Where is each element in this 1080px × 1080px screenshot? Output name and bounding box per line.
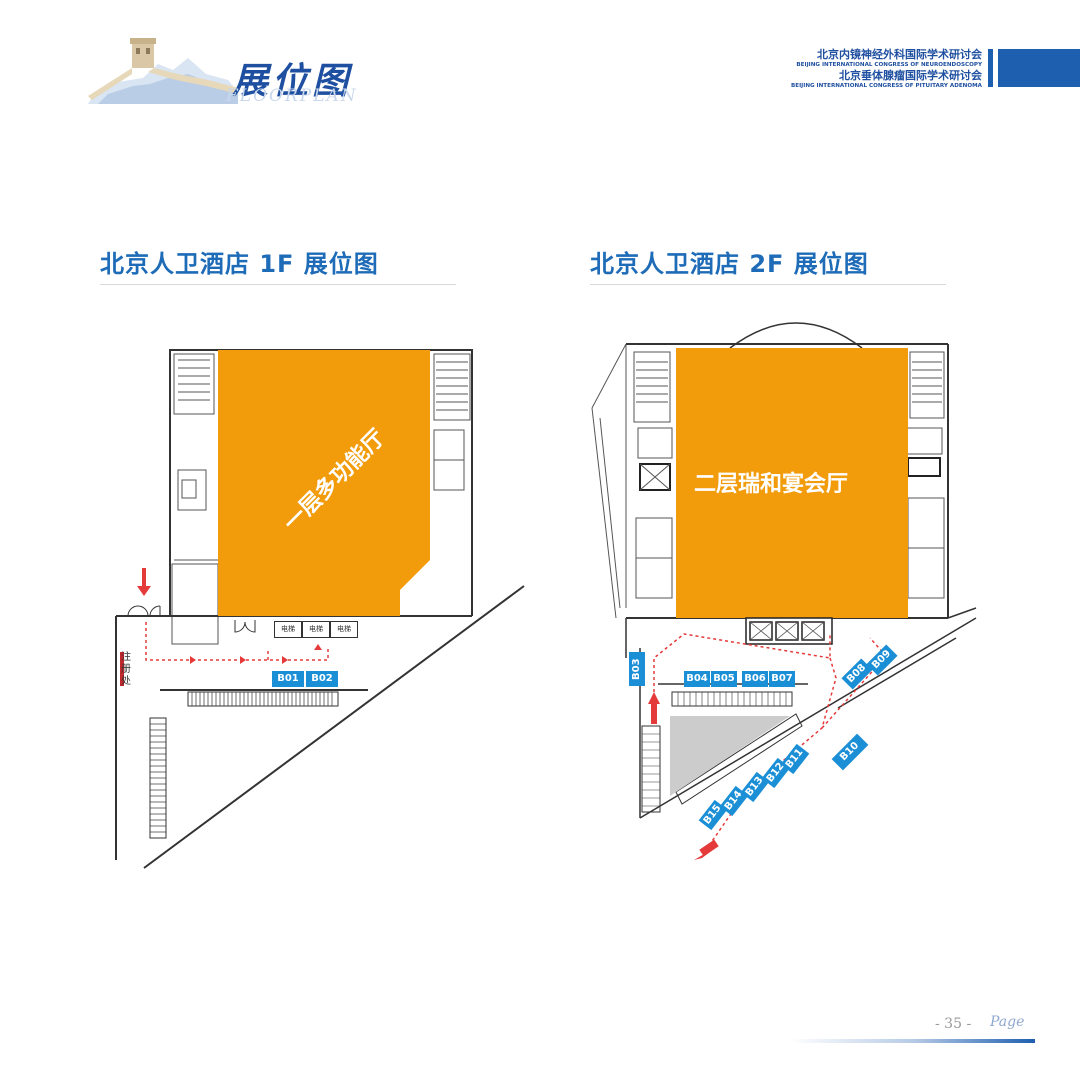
congress1-cn: 北京内镜神经外科国际学术研讨会 (817, 48, 982, 61)
page-number: - 35 - (935, 1016, 972, 1032)
page-word: Page (990, 1014, 1025, 1030)
elevator-3: 电梯 (330, 621, 358, 638)
header-subtitle: FLOORPLAN (226, 86, 358, 106)
congress2-en: BEIJING INTERNATIONAL CONGRESS OF PITUIT… (791, 83, 982, 89)
congress2-cn: 北京垂体腺瘤国际学术研讨会 (839, 69, 982, 82)
floor1-plan (115, 349, 525, 869)
booth-b04: B04 (684, 671, 710, 687)
great-wall-illustration (88, 38, 238, 104)
elevator-1: 电梯 (274, 621, 302, 638)
booth-b01: B01 (272, 671, 304, 687)
congress-names: 北京内镜神经外科国际学术研讨会 BEIJING INTERNATIONAL CO… (791, 48, 982, 90)
congress1-en: BEIJING INTERNATIONAL CONGRESS OF NEUROE… (796, 62, 982, 68)
header-accent-block (998, 49, 1080, 87)
booth-b07: B07 (769, 671, 795, 687)
floor2-hall-label: 二层瑞和宴会厅 (694, 472, 849, 497)
floor1-title-divider (100, 284, 456, 285)
floor1-title: 北京人卫酒店 1F 展位图 (100, 250, 379, 278)
floor2-plan (591, 322, 977, 860)
elevator-2: 电梯 (302, 621, 330, 638)
booth-b02: B02 (306, 671, 338, 687)
registration-desk-label: 注册处 (121, 652, 131, 687)
floor2-title: 北京人卫酒店 2F 展位图 (590, 250, 869, 278)
header-accent-bar (988, 49, 993, 87)
booth-b05: B05 (711, 671, 737, 687)
floor2-title-divider (590, 284, 946, 285)
booth-b06: B06 (742, 671, 768, 687)
booth-b03: B03 (629, 652, 645, 686)
header-title: 展位图 (232, 60, 353, 102)
footer-gradient-bar (790, 1039, 1035, 1043)
